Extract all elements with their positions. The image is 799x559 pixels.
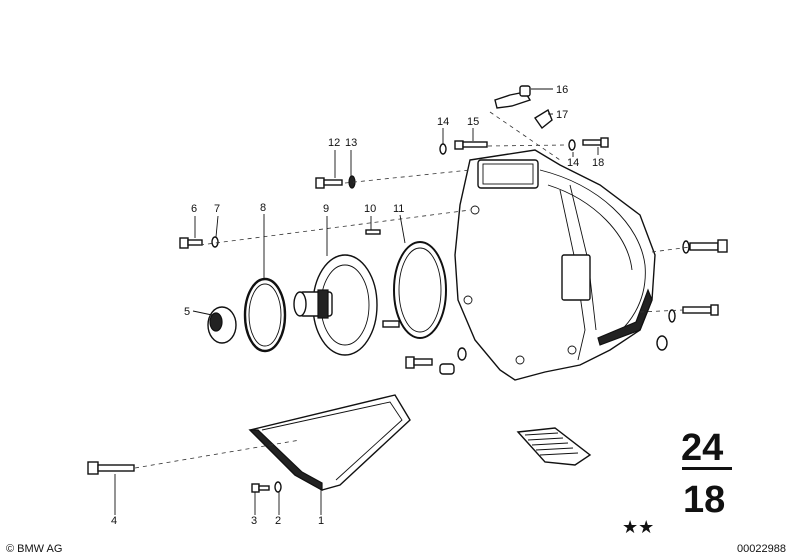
bell-housing[interactable] — [454, 149, 656, 381]
leader-lines — [114, 88, 599, 515]
housing-sleeve[interactable] — [439, 363, 455, 375]
group-number-top: 24 — [681, 427, 723, 469]
part-14-washer-right[interactable] — [568, 139, 576, 151]
axis-line-top — [489, 111, 561, 161]
callout-1: 1 — [318, 515, 324, 527]
part-16-bracket[interactable] — [494, 85, 532, 109]
part-15-bolt[interactable] — [454, 140, 488, 150]
housing-nut-right[interactable] — [656, 335, 668, 351]
axis-line-upper — [344, 169, 471, 184]
axis-line-bottom — [134, 439, 301, 469]
callout-3: 3 — [251, 515, 257, 527]
axis-line-main — [199, 209, 471, 246]
part-5-shaft-seal[interactable] — [207, 306, 237, 344]
callout-11: 11 — [393, 203, 404, 215]
part-11-gasket-inner — [398, 247, 442, 333]
callout-14-left: 14 — [437, 116, 449, 128]
callout-6: 6 — [191, 203, 197, 215]
callout-17: 17 — [556, 109, 568, 121]
part-14-washer-left[interactable] — [439, 143, 447, 155]
part-3-bolt[interactable] — [251, 483, 270, 493]
housing-bolt-right-lower[interactable] — [668, 304, 719, 323]
axis-line-top-2 — [487, 144, 566, 147]
stars-marker: ★★ — [622, 517, 654, 537]
axis-line-right — [651, 246, 691, 253]
part-1-cover-plate[interactable] — [248, 394, 411, 492]
callout-18: 18 — [592, 157, 604, 169]
callout-13: 13 — [345, 137, 357, 149]
callout-labels: 1 2 3 4 5 6 7 8 9 10 11 12 13 14 14 15 1… — [111, 84, 604, 527]
callout-12: 12 — [328, 137, 340, 149]
part-18-bolt[interactable] — [582, 137, 609, 148]
part-17-clip[interactable] — [534, 108, 553, 130]
callout-9: 9 — [323, 203, 329, 215]
part-12-bolt[interactable] — [315, 177, 343, 189]
callout-5: 5 — [184, 306, 190, 318]
housing-bolt-lower-left[interactable] — [405, 356, 433, 369]
part-8-seal-ring-inner — [248, 283, 282, 347]
part-10-pin[interactable] — [365, 229, 381, 235]
vent-cover[interactable] — [516, 427, 592, 466]
drawing-number: 00022988 — [737, 543, 786, 555]
housing-washer-lower[interactable] — [457, 347, 467, 361]
copyright-text: © BMW AG — [6, 543, 62, 555]
part-11-gasket[interactable] — [393, 241, 447, 339]
part-7-washer[interactable] — [211, 236, 219, 248]
housing-bolt-right-upper[interactable] — [682, 239, 728, 254]
part-9-cover[interactable] — [293, 254, 378, 356]
group-number-block: 24 18 — [681, 427, 732, 521]
group-number-bottom: 18 — [683, 479, 725, 521]
callout-7: 7 — [214, 203, 220, 215]
callout-8: 8 — [260, 202, 266, 214]
callout-10: 10 — [364, 203, 376, 215]
callout-14-right: 14 — [567, 157, 579, 169]
callout-4: 4 — [111, 515, 117, 527]
part-8-seal-ring[interactable] — [243, 277, 287, 353]
group-number-divider — [682, 467, 732, 470]
callout-2: 2 — [275, 515, 281, 527]
callout-16: 16 — [556, 84, 568, 96]
part-6-bolt[interactable] — [179, 237, 203, 249]
part-4-long-bolt[interactable] — [87, 461, 135, 475]
axis-line-right-2 — [639, 309, 684, 313]
housing-bolt-left[interactable] — [382, 320, 400, 328]
part-2-washer[interactable] — [274, 481, 282, 493]
callout-15: 15 — [467, 116, 479, 128]
